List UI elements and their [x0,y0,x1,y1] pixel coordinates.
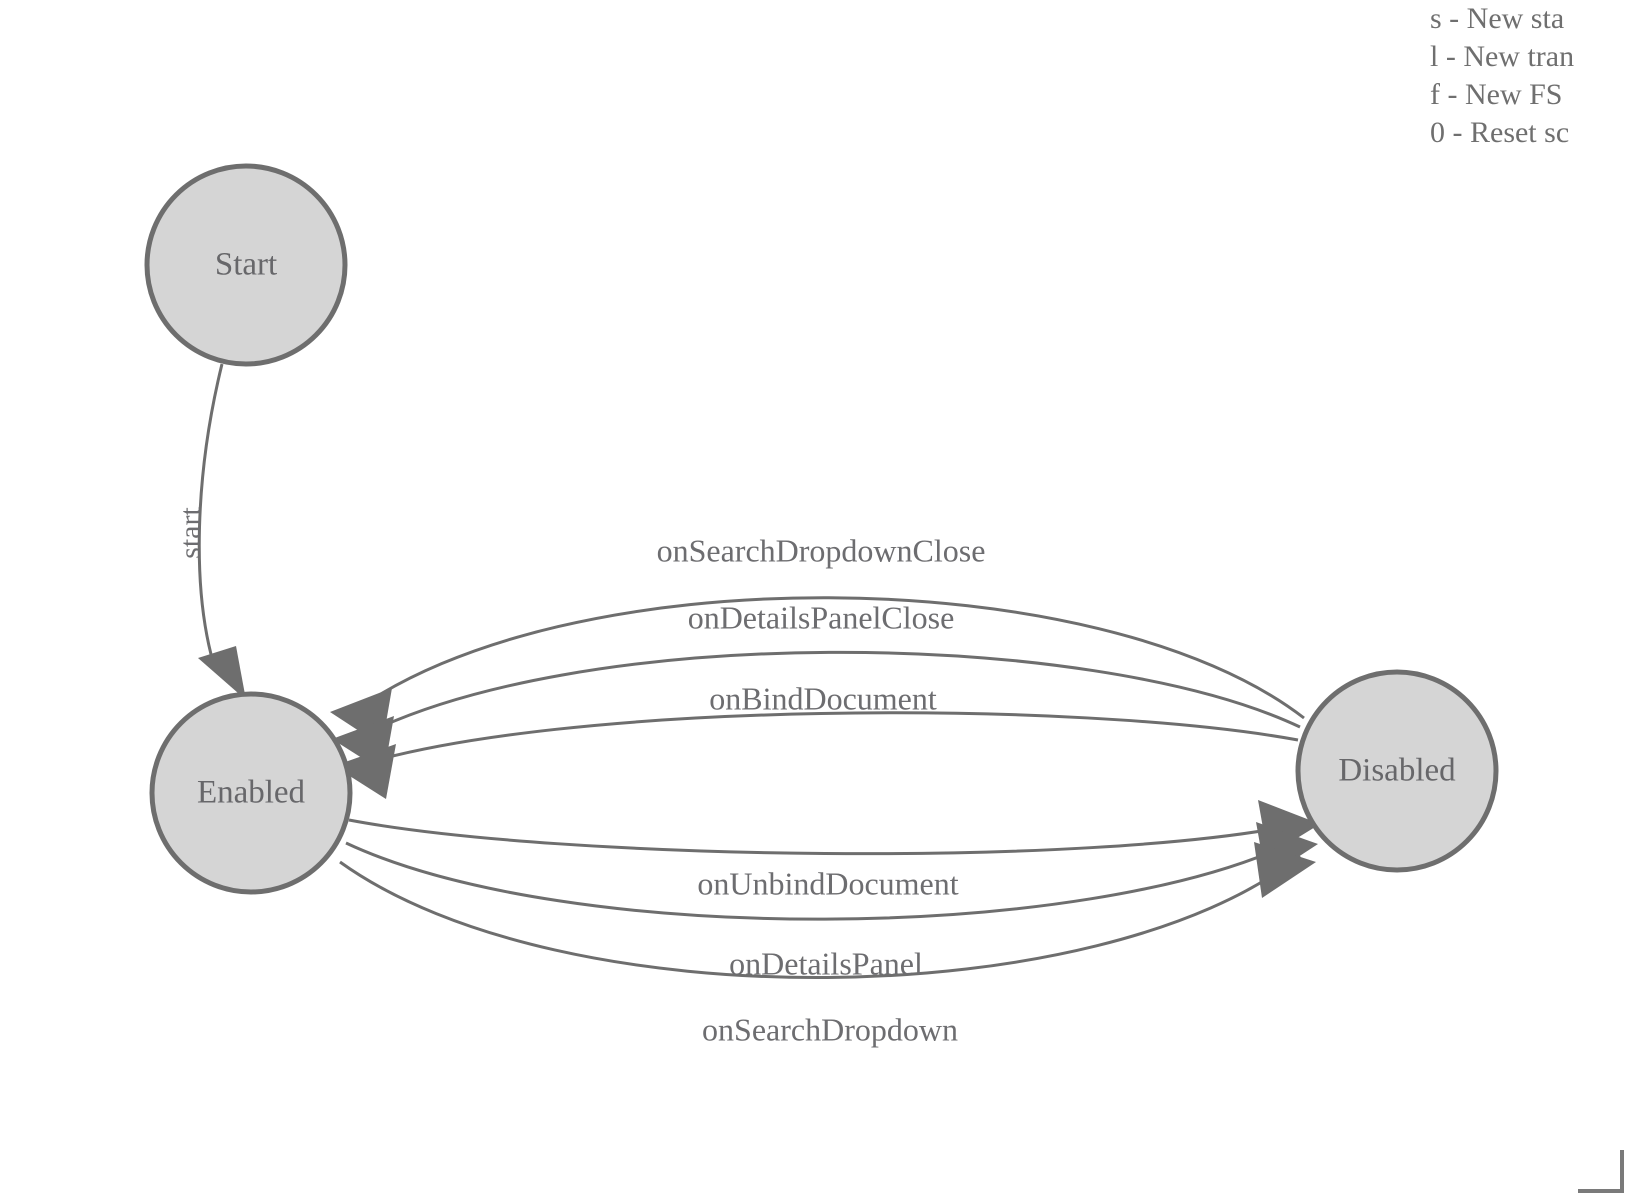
edge-on-search-dropdown[interactable] [339,842,1316,980]
arrowhead-icon [1254,842,1316,898]
edge-on-bind-document[interactable] [334,711,1299,799]
state-node-enabled[interactable] [149,691,353,895]
arrowhead-icon [334,744,396,799]
edge-on-details-panel[interactable] [345,822,1318,921]
arrowhead-icon [198,646,246,700]
state-node-start[interactable] [144,163,348,367]
state-node-disabled[interactable] [1295,669,1499,873]
edge-on-unbind-document[interactable] [348,800,1320,856]
edge-start-to-enabled[interactable] [197,363,246,700]
resize-corner-icon[interactable] [1578,1150,1624,1193]
